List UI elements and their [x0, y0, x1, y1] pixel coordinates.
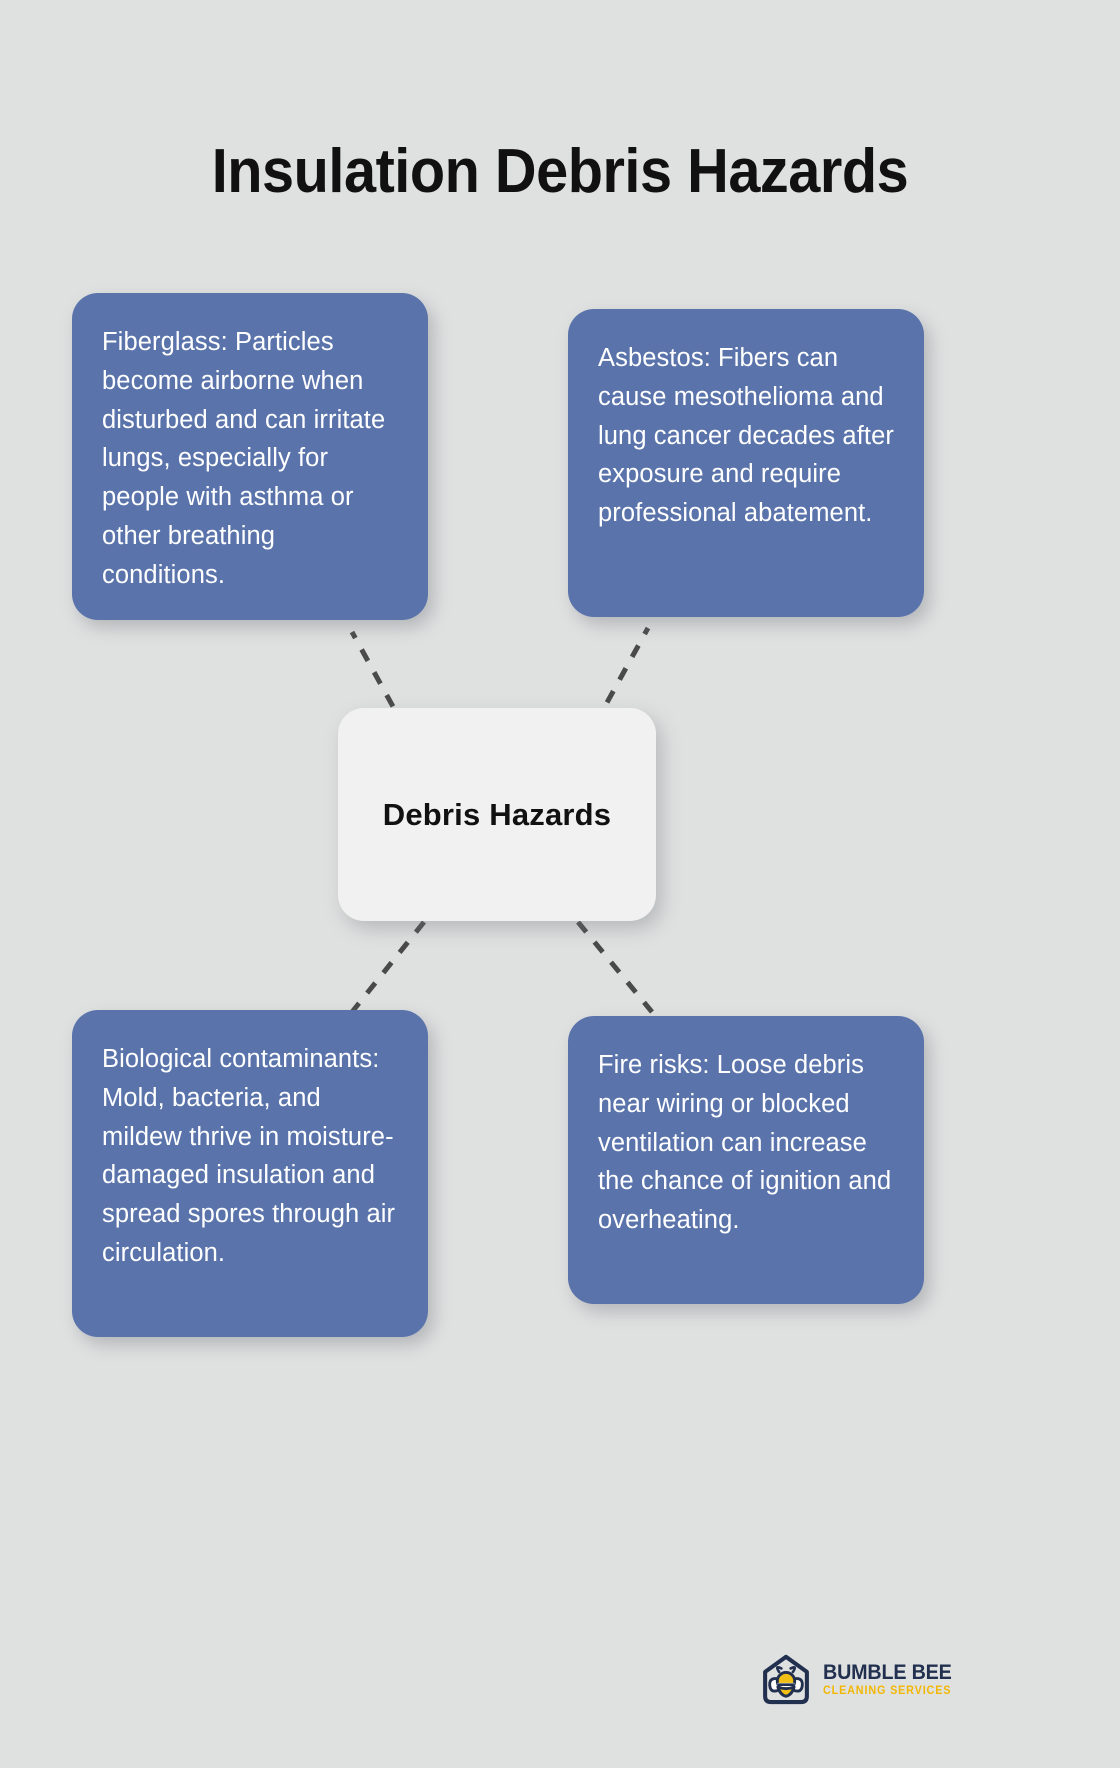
logo-wordmark: BUMBLE BEE CLEANING SERVICES [823, 1662, 960, 1698]
logo-brand-name: BUMBLE BEE [823, 1661, 952, 1685]
connector-center-to-biological [350, 920, 426, 1014]
hazard-node-fiberglass: Fiberglass: Particles become airborne wh… [72, 293, 428, 620]
hazard-node-asbestos: Asbestos: Fibers can cause mesothelioma … [568, 309, 924, 617]
hazard-node-text: Fiberglass: Particles become airborne wh… [102, 328, 386, 589]
bee-in-house-icon [763, 1654, 809, 1705]
hazard-node-biological: Biological contaminants: Mold, bacteria,… [72, 1010, 428, 1337]
brand-logo: BUMBLE BEE CLEANING SERVICES [757, 1648, 952, 1712]
center-node-label: Debris Hazards [382, 796, 612, 832]
hazard-node-text: Biological contaminants: Mold, bacteria,… [102, 1045, 396, 1267]
center-node: Debris Hazards [338, 708, 656, 921]
hazard-node-text: Fire risks: Loose debris near wiring or … [598, 1051, 892, 1234]
hazard-node-fire: Fire risks: Loose debris near wiring or … [568, 1016, 924, 1304]
page-title: Insulation Debris Hazards [211, 136, 909, 206]
connector-center-to-fire [576, 920, 654, 1014]
logo-tagline: CLEANING SERVICES [823, 1685, 952, 1698]
hazard-node-text: Asbestos: Fibers can cause mesothelioma … [598, 344, 894, 527]
